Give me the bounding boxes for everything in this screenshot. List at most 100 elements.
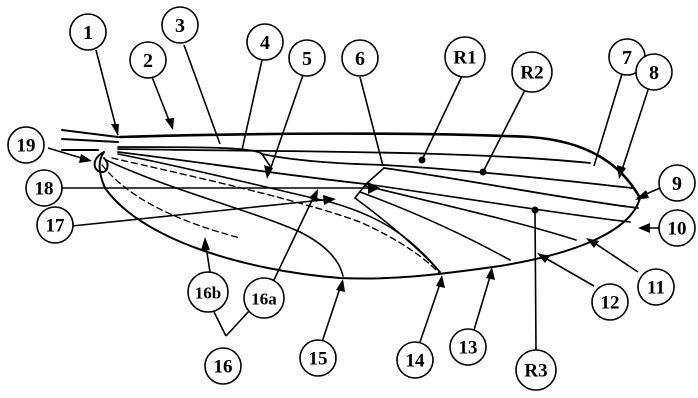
callout-17-text: 17 [46, 216, 66, 237]
callout-16b: 16b [187, 271, 229, 313]
callout-10: 10 [658, 209, 696, 247]
callout-8-text: 8 [649, 62, 659, 84]
anal-vein-1 [105, 159, 344, 277]
callout-3-text: 3 [175, 15, 185, 37]
leader-11 [589, 239, 639, 273]
r1-vein [117, 148, 591, 164]
arrowhead-2 [165, 118, 174, 130]
m3-vein [359, 191, 511, 261]
leader-7 [593, 73, 623, 167]
radial-sector-vein [261, 153, 385, 166]
leader-15 [321, 281, 343, 343]
callout-12-text: 12 [601, 293, 620, 314]
leader-16-right [225, 309, 251, 337]
arrowhead-5 [264, 165, 273, 179]
leader-8 [619, 89, 649, 177]
arrowhead-1 [111, 124, 119, 136]
arrowhead-12 [537, 253, 550, 263]
callout-7-text: 7 [622, 47, 632, 69]
leader-r1 [421, 75, 463, 161]
arrowhead-17 [323, 195, 336, 205]
leader-6 [359, 76, 384, 167]
callout-11: 11 [637, 268, 675, 306]
discal-cell-lower [354, 183, 367, 199]
callout-15-text: 15 [309, 349, 328, 370]
callout-2-text: 2 [143, 50, 153, 72]
callout-2: 2 [129, 41, 167, 79]
leader-13 [473, 269, 493, 331]
arrowhead-16b [201, 237, 210, 250]
arrowhead-16a [309, 189, 318, 202]
leader-1 [95, 49, 119, 136]
arrowhead-8 [617, 165, 626, 179]
callout-13-text: 13 [459, 338, 478, 359]
callout-13: 13 [449, 328, 487, 366]
callout-18: 18 [25, 169, 63, 207]
callout-16a-text: 16a [251, 290, 277, 309]
wing-base-upper [61, 129, 119, 138]
r2-3-vein [383, 164, 633, 189]
callout-r2-text: R2 [520, 63, 543, 84]
cubitus-vein [117, 153, 441, 273]
callout-4-text: 4 [260, 32, 270, 54]
leader-16-left [213, 311, 227, 337]
callout-r3: R3 [515, 349, 557, 391]
m4-vein [354, 197, 441, 273]
arrowhead-13 [486, 267, 495, 280]
arrowhead-19 [79, 154, 92, 163]
callout-17: 17 [36, 206, 74, 244]
callout-r2: R2 [511, 51, 553, 93]
leader-4 [241, 59, 263, 151]
media-stem-vein [117, 151, 367, 185]
arrowhead-14 [436, 275, 445, 288]
callout-r3-text: R3 [524, 361, 547, 382]
callout-16: 16 [204, 347, 242, 385]
callout-6-text: 6 [355, 48, 365, 70]
arrowhead-11 [586, 238, 599, 248]
callout-19: 19 [7, 126, 45, 164]
callout-6: 6 [341, 39, 379, 77]
callout-15: 15 [299, 339, 337, 377]
arrowhead-10 [638, 223, 650, 233]
discal-cell-upper [365, 167, 385, 185]
leader-5 [267, 74, 304, 177]
subcosta-vein [117, 146, 263, 155]
callout-16b-text: 16b [195, 284, 221, 303]
arrowhead-15 [336, 279, 345, 292]
leader-r2 [482, 89, 526, 173]
m1-vein [365, 183, 631, 223]
callout-3: 3 [161, 6, 199, 44]
wing-base-mid [61, 138, 119, 143]
callout-18-text: 18 [35, 179, 54, 200]
callout-11-text: 11 [647, 278, 665, 299]
callout-16-text: 16 [214, 357, 233, 378]
leader-14 [419, 277, 443, 343]
callout-4: 4 [246, 23, 284, 61]
leader-r3 [534, 209, 537, 351]
callout-r1-text: R1 [453, 48, 476, 69]
leader-3 [183, 44, 221, 145]
leader-lines [47, 44, 661, 343]
callout-9: 9 [658, 164, 696, 202]
leader-12 [539, 254, 595, 287]
costal-margin [118, 132, 642, 200]
callout-r1: R1 [444, 36, 486, 78]
crossvein-rm [261, 153, 271, 167]
callout-1: 1 [69, 13, 107, 51]
callout-5-text: 5 [302, 48, 312, 70]
callout-9-text: 9 [672, 173, 682, 195]
leader-17 [71, 198, 333, 227]
arrowhead-18 [368, 182, 380, 194]
callout-8: 8 [635, 53, 673, 91]
arrowhead-9 [635, 190, 649, 200]
cup-vein [111, 157, 441, 275]
alula-hook [93, 151, 109, 174]
leader-16a [272, 191, 317, 283]
callout-16a: 16a [243, 277, 285, 319]
callout-12: 12 [591, 283, 629, 321]
callout-14: 14 [396, 341, 434, 379]
callout-19-text: 19 [17, 136, 36, 157]
m2-vein [365, 185, 577, 241]
r4-5-vein [383, 167, 639, 209]
